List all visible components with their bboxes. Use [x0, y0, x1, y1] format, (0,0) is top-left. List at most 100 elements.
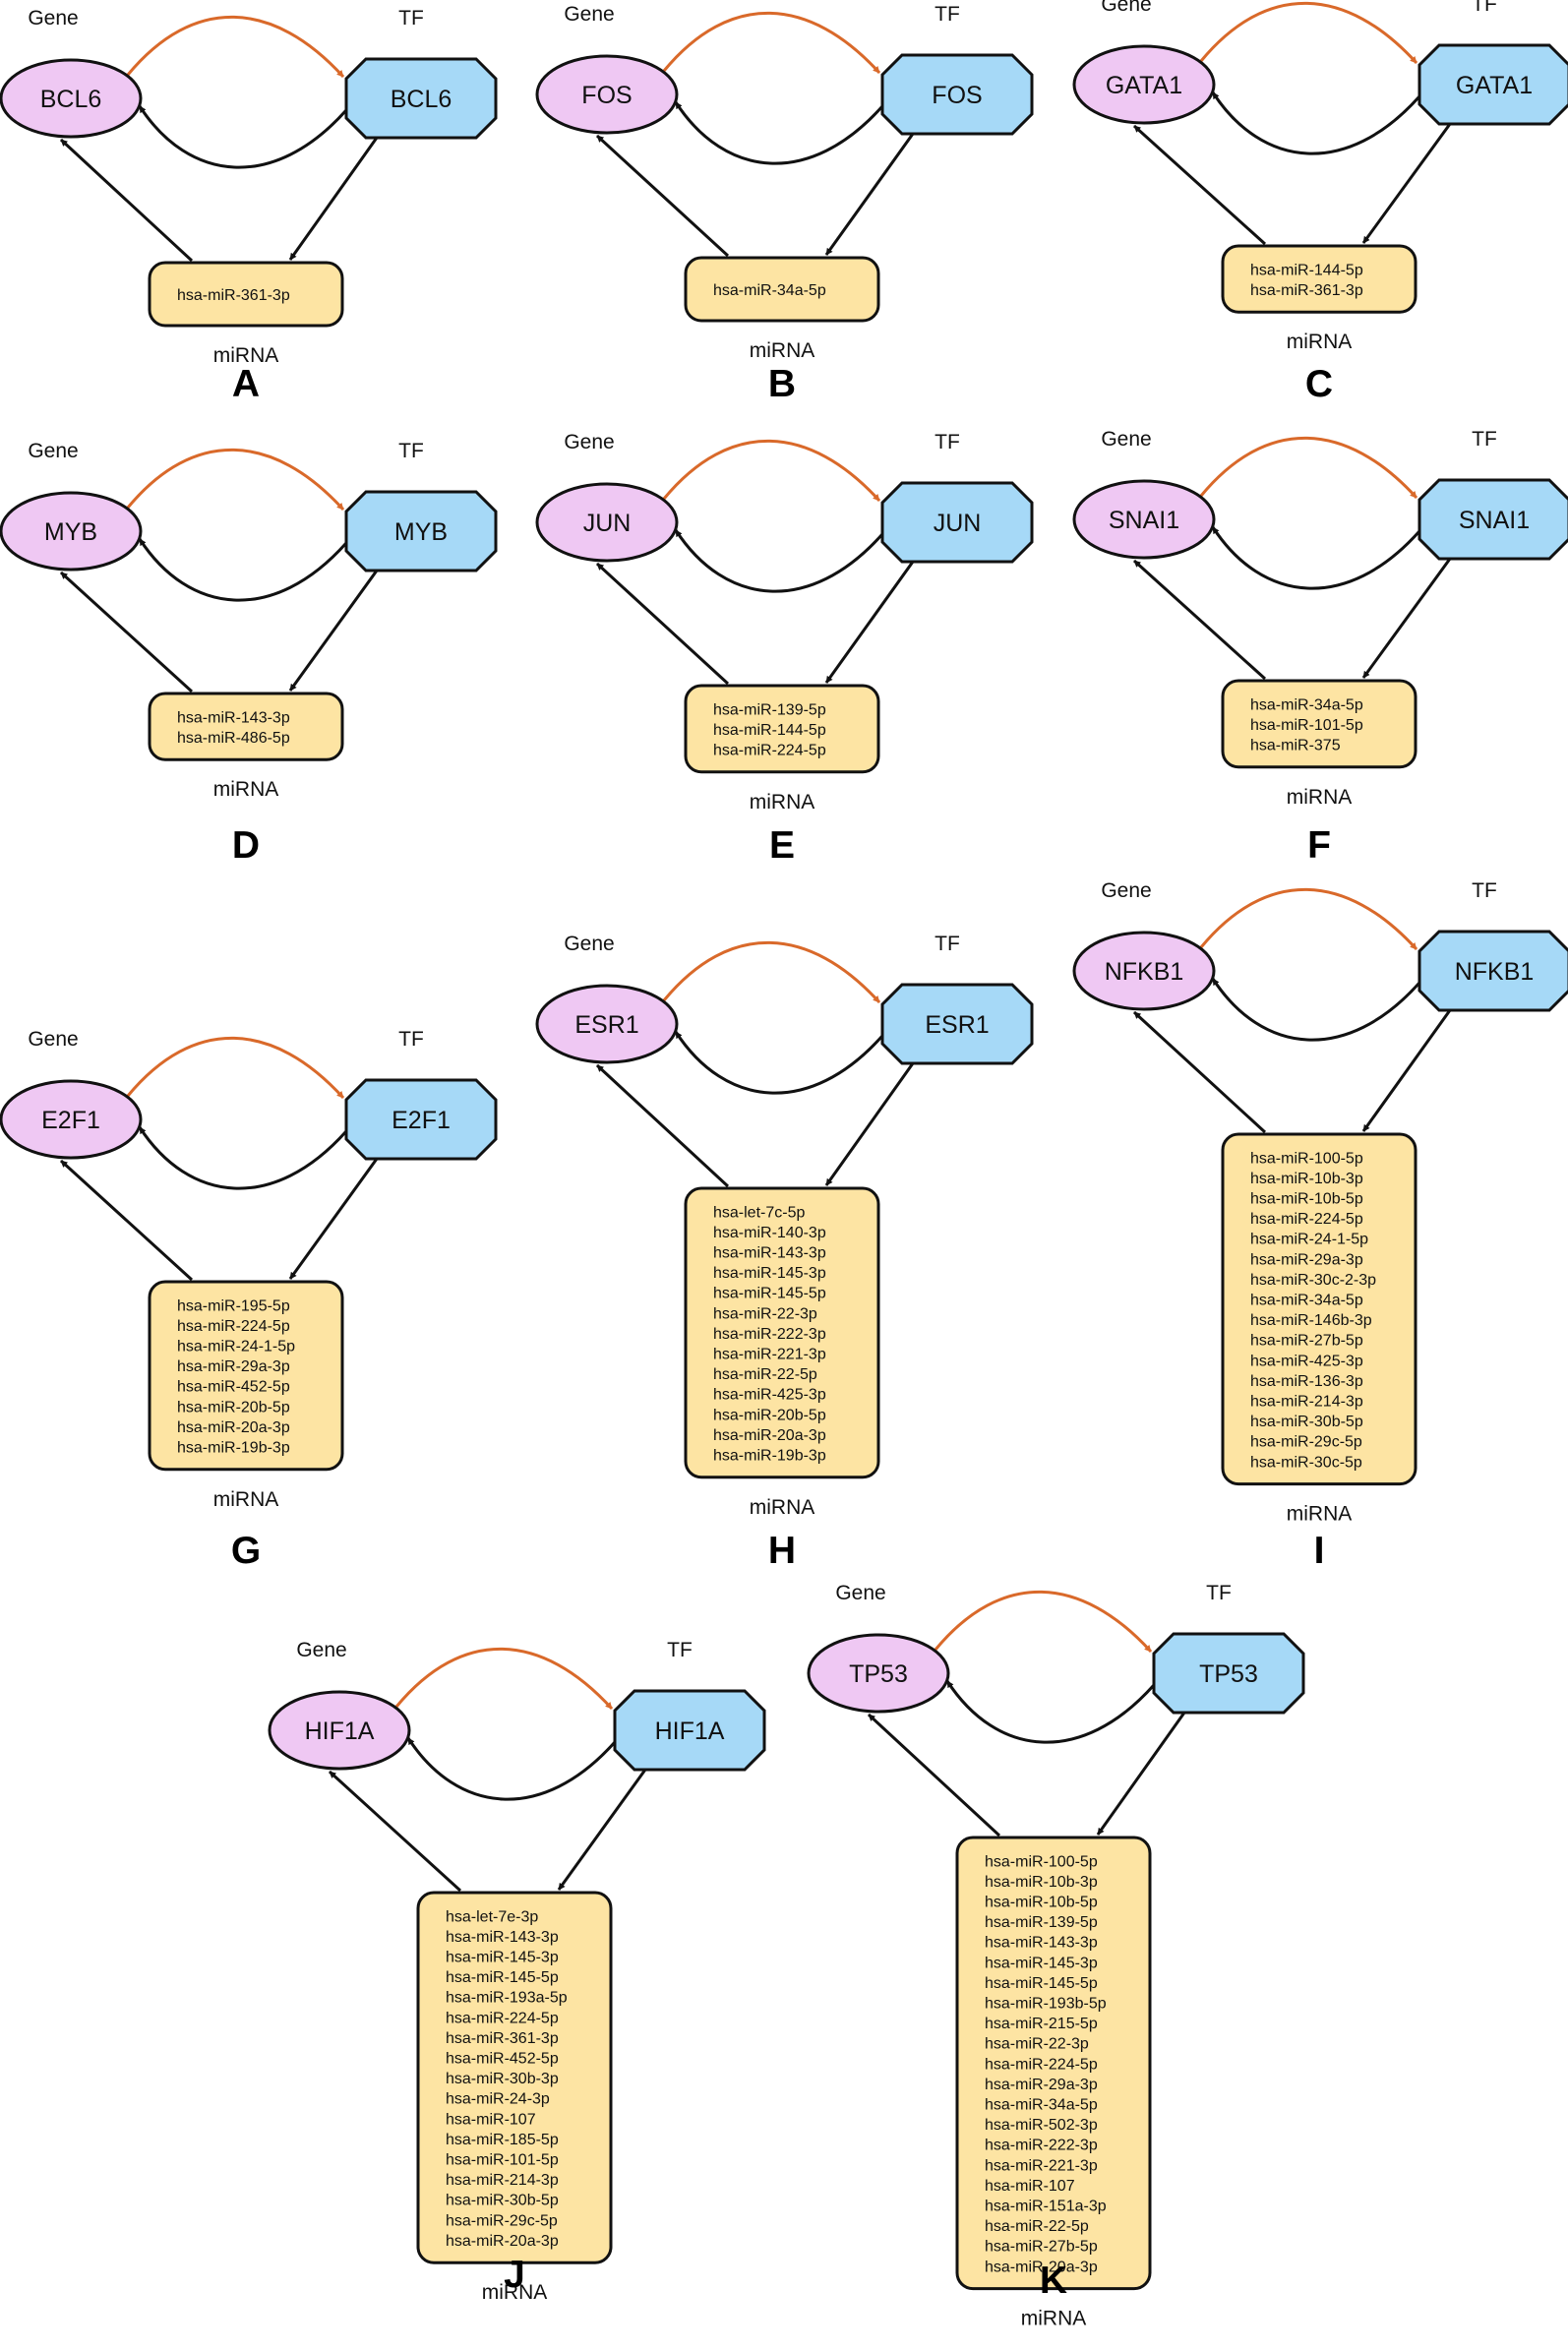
mirna-item: hsa-miR-361-3p [177, 287, 290, 304]
tf-to-gene-arrow [674, 101, 884, 165]
mirna-item: hsa-miR-20b-5p [177, 1399, 290, 1416]
gene-node-label: TP53 [849, 1660, 908, 1688]
mirna-item: hsa-miR-139-5p [985, 1914, 1098, 1931]
mirna-item: hsa-miR-20a-3p [177, 1419, 290, 1436]
gene-role-label: Gene [1101, 428, 1151, 451]
mirna-item: hsa-miR-143-3p [985, 1935, 1098, 1952]
tf-role-label: TF [935, 933, 960, 955]
mirna-item: hsa-miR-144-5p [1250, 262, 1363, 278]
mirna-node [684, 256, 880, 323]
mirna-item: hsa-miR-145-3p [985, 1955, 1098, 1971]
tf-node [613, 1689, 766, 1772]
mirna-item: hsa-miR-215-5p [985, 2016, 1098, 2032]
mirna-item: hsa-miR-20a-3p [713, 1427, 826, 1444]
mirna-role-label: miRNA [1287, 786, 1353, 809]
gene-to-tf-arrow [126, 15, 345, 79]
mirna-node [1221, 1132, 1417, 1486]
mirna-role-label: miRNA [213, 778, 279, 801]
mirna-item: hsa-miR-34a-5p [985, 2097, 1098, 2114]
tf-to-gene-arrow [406, 1737, 617, 1801]
mirna-item: hsa-miR-30c-2-3p [1250, 1272, 1376, 1289]
gene-node-label: GATA1 [1106, 72, 1182, 99]
tf-to-mirna-arrow [288, 137, 379, 261]
mirna-item: hsa-miR-19b-3p [177, 1440, 290, 1457]
mirna-to-gene-arrow [59, 1159, 194, 1282]
mirna-item: hsa-miR-214-3p [446, 2172, 559, 2189]
mirna-item: hsa-miR-29a-3p [1250, 1251, 1363, 1268]
mirna-item: hsa-miR-221-3p [713, 1347, 826, 1363]
mirna-node [148, 261, 344, 328]
gene-node-label: ESR1 [574, 1011, 638, 1039]
mirna-item: hsa-miR-29c-5p [446, 2212, 558, 2229]
mirna-to-gene-arrow [1132, 124, 1267, 246]
tf-role-label: TF [1472, 879, 1497, 902]
tf-role-label: TF [935, 431, 960, 453]
mirna-item: hsa-miR-361-3p [1250, 282, 1363, 299]
mirna-role-label: miRNA [1287, 331, 1353, 353]
mirna-item: hsa-miR-136-3p [1250, 1373, 1363, 1390]
gene-role-label: Gene [28, 7, 78, 30]
mirna-item: hsa-miR-27b-5p [985, 2239, 1098, 2256]
mirna-to-gene-arrow [867, 1713, 1001, 1838]
gene-node [0, 1079, 143, 1160]
mirna-item: hsa-miR-224-5p [177, 1318, 290, 1335]
gene-node [535, 54, 679, 135]
panel-label: C [1305, 363, 1333, 405]
mirna-role-label: miRNA [213, 344, 279, 367]
gene-role-label: Gene [564, 3, 614, 26]
tf-node-label: JUN [934, 510, 982, 537]
panel-label: E [769, 824, 795, 867]
tf-role-label: TF [398, 440, 424, 462]
tf-node-label: FOS [932, 82, 982, 109]
tf-node [880, 481, 1034, 564]
tf-node [1417, 43, 1568, 126]
tf-to-mirna-arrow [1361, 123, 1452, 244]
panel-label: H [768, 1530, 796, 1572]
tf-node [344, 1078, 498, 1161]
mirna-item: hsa-miR-22-3p [985, 2036, 1089, 2053]
mirna-item: hsa-miR-30c-5p [1250, 1454, 1362, 1471]
mirna-item: hsa-miR-193b-5p [985, 1996, 1107, 2013]
mirna-node [684, 1186, 880, 1479]
mirna-item: hsa-miR-143-3p [713, 1245, 826, 1262]
mirna-item: hsa-let-7c-5p [713, 1204, 805, 1221]
mirna-item: hsa-miR-193a-5p [446, 1990, 568, 2007]
mirna-item: hsa-miR-145-5p [985, 1975, 1098, 1992]
tf-to-mirna-arrow [1361, 1009, 1452, 1132]
mirna-role-label: miRNA [750, 1496, 815, 1519]
gene-node-label: MYB [44, 518, 97, 546]
gene-role-label: Gene [835, 1582, 885, 1604]
gene-to-tf-arrow [662, 11, 881, 75]
tf-node [1417, 478, 1568, 561]
mirna-node [684, 684, 880, 774]
tf-node-label: SNAI1 [1459, 507, 1530, 534]
mirna-to-gene-arrow [328, 1770, 462, 1893]
mirna-item: hsa-miR-143-3p [446, 1929, 559, 1946]
gene-to-tf-arrow [394, 1647, 614, 1711]
mirna-item: hsa-miR-221-3p [985, 2157, 1098, 2174]
mirna-item: hsa-miR-30b-3p [446, 2071, 559, 2087]
tf-role-label: TF [1472, 428, 1497, 451]
tf-node-label: BCL6 [391, 86, 452, 113]
mirna-item: hsa-miR-224-5p [1250, 1211, 1363, 1228]
mirna-item: hsa-let-7e-3p [446, 1908, 538, 1925]
mirna-item: hsa-miR-34a-5p [1250, 1293, 1363, 1309]
gene-node [1072, 479, 1216, 560]
mirna-item: hsa-miR-195-5p [177, 1297, 290, 1314]
mirna-role-label: miRNA [482, 2281, 548, 2304]
tf-node [344, 490, 498, 572]
tf-to-mirna-arrow [288, 570, 379, 692]
tf-to-gene-arrow [1211, 91, 1421, 155]
tf-to-gene-arrow [1211, 526, 1421, 590]
gene-node [0, 491, 143, 572]
mirna-item: hsa-miR-30b-5p [1250, 1414, 1363, 1430]
mirna-item: hsa-miR-140-3p [713, 1225, 826, 1241]
mirna-item: hsa-miR-100-5p [985, 1853, 1098, 1870]
